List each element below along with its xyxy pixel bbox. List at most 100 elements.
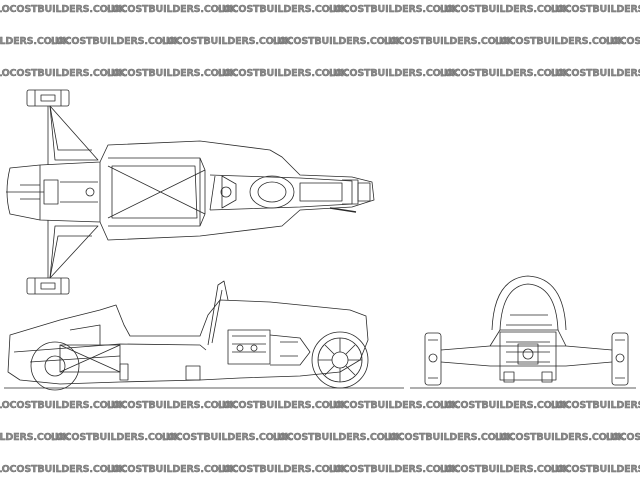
watermark-text: LOCOSTBUILDERS.CO.UK bbox=[551, 67, 640, 79]
plan-seat bbox=[249, 175, 295, 209]
watermark-item: LOCOSTBUILDERS.CO.UK bbox=[329, 0, 459, 20]
watermark-text: LOCOSTBUILDERS.CO.UK bbox=[329, 3, 459, 15]
watermark-item: LOCOSTBUILDERS.CO.UK bbox=[51, 426, 181, 448]
watermark-item: LOCOSTBUILDERS.CO.UK bbox=[0, 0, 126, 20]
side-engine bbox=[227, 329, 271, 365]
watermark-item: LOCOSTBUILDERS.CO.UK bbox=[107, 62, 237, 84]
watermark-item: LOCOSTBUILDERS.CO.UK bbox=[162, 426, 292, 448]
watermark-item: LOCOSTBUILDERS.CO.UK bbox=[551, 0, 640, 20]
watermark-item: LOCOSTBUILDERS.CO.UK bbox=[495, 30, 625, 52]
watermark-text: LOCOSTBUILDERS.CO.UK bbox=[384, 431, 514, 443]
watermark-text: LOCOSTBUILDERS.CO.UK bbox=[440, 67, 570, 79]
watermark-item: LOCOSTBUILDERS.CO.UK bbox=[329, 458, 459, 480]
watermark-item: LOCOSTBUILDERS.CO.UK bbox=[107, 0, 237, 20]
watermark-text: LOCOSTBUILDERS.CO.UK bbox=[218, 67, 348, 79]
watermark-row: LOCOSTBUILDERS.CO.UKLOCOSTBUILDERS.CO.UK… bbox=[0, 30, 640, 52]
watermark-item: LOCOSTBUILDERS.CO.UK bbox=[384, 426, 514, 448]
watermark-item: LOCOSTBUILDERS.CO.UK bbox=[51, 30, 181, 52]
watermark-item: LOCOSTBUILDERS.CO.UK bbox=[440, 62, 570, 84]
watermark-text: LOCOSTBUILDERS.CO.UK bbox=[0, 3, 126, 15]
watermark-item: LOCOSTBUILDERS.CO.UK bbox=[551, 458, 640, 480]
front-elevation bbox=[410, 275, 636, 389]
watermark-item: LOCOSTBUILDERS.CO.UK bbox=[0, 394, 126, 416]
plan-wheel-bottom bbox=[26, 277, 70, 295]
watermark-item: LOCOSTBUILDERS.CO.UK bbox=[273, 426, 403, 448]
watermark-text: LOCOSTBUILDERS.CO.UK bbox=[218, 399, 348, 411]
watermark-text: LOCOSTBUILDERS.CO.UK bbox=[162, 431, 292, 443]
watermark-item: LOCOSTBUILDERS.CO.UK bbox=[107, 394, 237, 416]
watermark-item: LOCOSTBUILDERS.CO.UK bbox=[440, 458, 570, 480]
watermark-text: LOCOSTBUILDERS.CO.UK bbox=[329, 67, 459, 79]
side-rollbar bbox=[207, 280, 229, 346]
watermark-item: LOCOSTBUILDERS.CO.UK bbox=[273, 30, 403, 52]
watermark-text: LOCOSTBUILDERS.CO.UK bbox=[440, 463, 570, 475]
watermark-item: LOCOSTBUILDERS.CO.UK bbox=[384, 30, 514, 52]
watermark-text: LOCOSTBUILDERS.CO.UK bbox=[51, 431, 181, 443]
watermark-text: LOCOSTBUILDERS.CO.UK bbox=[107, 67, 237, 79]
watermark-text: LOCOSTBUILDERS.CO.UK bbox=[551, 463, 640, 475]
watermark-item: LOCOSTBUILDERS.CO.UK bbox=[440, 0, 570, 20]
side-body-outline bbox=[7, 299, 369, 385]
watermark-item: LOCOSTBUILDERS.CO.UK bbox=[218, 394, 348, 416]
front-engine bbox=[499, 331, 557, 381]
watermark-text: LOCOSTBUILDERS.CO.UK bbox=[0, 431, 70, 443]
watermark-text: LOCOSTBUILDERS.CO.UK bbox=[0, 463, 126, 475]
watermark-text: LOCOSTBUILDERS.CO.UK bbox=[551, 399, 640, 411]
front-wheel-left bbox=[424, 332, 442, 386]
watermark-text: LOCOSTBUILDERS.CO.UK bbox=[384, 35, 514, 47]
watermark-text: LOCOSTBUILDERS.CO.UK bbox=[218, 3, 348, 15]
watermark-text: LOCOSTBUILDERS.CO.UK bbox=[273, 35, 403, 47]
watermark-item: LOCOSTBUILDERS.CO.UK bbox=[329, 394, 459, 416]
plan-wheel-top bbox=[26, 89, 70, 107]
watermark-text: LOCOSTBUILDERS.CO.UK bbox=[329, 463, 459, 475]
watermark-text: LOCOSTBUILDERS.CO.UK bbox=[107, 399, 237, 411]
watermark-text: LOCOSTBUILDERS.CO.UK bbox=[0, 67, 126, 79]
watermark-text: LOCOSTBUILDERS.CO.UK bbox=[440, 399, 570, 411]
watermark-text: LOCOSTBUILDERS.CO.UK bbox=[107, 463, 237, 475]
front-rollbar bbox=[491, 275, 567, 331]
watermark-item: LOCOSTBUILDERS.CO.UK bbox=[440, 394, 570, 416]
watermark-item: LOCOSTBUILDERS.CO.UK bbox=[551, 394, 640, 416]
watermark-item: LOCOSTBUILDERS.CO.UK bbox=[495, 426, 625, 448]
side-elevation bbox=[4, 280, 404, 391]
watermark-item: LOCOSTBUILDERS.CO.UK bbox=[218, 458, 348, 480]
watermark-text: LOCOSTBUILDERS.CO.UK bbox=[606, 431, 640, 443]
plan-body-outline bbox=[6, 140, 375, 241]
watermark-text: LOCOSTBUILDERS.CO.UK bbox=[440, 3, 570, 15]
watermark-item: LOCOSTBUILDERS.CO.UK bbox=[0, 458, 126, 480]
side-front-wheel bbox=[30, 341, 80, 391]
watermark-text: LOCOSTBUILDERS.CO.UK bbox=[0, 35, 70, 47]
watermark-item: LOCOSTBUILDERS.CO.UK bbox=[0, 30, 70, 52]
watermark-item: LOCOSTBUILDERS.CO.UK bbox=[0, 62, 126, 84]
watermark-text: LOCOSTBUILDERS.CO.UK bbox=[107, 3, 237, 15]
front-wheel-right bbox=[611, 332, 629, 386]
watermark-item: LOCOSTBUILDERS.CO.UK bbox=[218, 0, 348, 20]
watermark-item: LOCOSTBUILDERS.CO.UK bbox=[0, 426, 70, 448]
watermark-text: LOCOSTBUILDERS.CO.UK bbox=[495, 35, 625, 47]
watermark-text: LOCOSTBUILDERS.CO.UK bbox=[0, 399, 126, 411]
watermark-text: LOCOSTBUILDERS.CO.UK bbox=[273, 431, 403, 443]
watermark-item: LOCOSTBUILDERS.CO.UK bbox=[162, 30, 292, 52]
watermark-text: LOCOSTBUILDERS.CO.UK bbox=[495, 431, 625, 443]
watermark-row: LOCOSTBUILDERS.CO.UKLOCOSTBUILDERS.CO.UK… bbox=[0, 426, 640, 448]
watermark-text: LOCOSTBUILDERS.CO.UK bbox=[218, 463, 348, 475]
watermark-text: LOCOSTBUILDERS.CO.UK bbox=[162, 35, 292, 47]
watermark-item: LOCOSTBUILDERS.CO.UK bbox=[606, 426, 640, 448]
plan-view bbox=[6, 89, 375, 295]
watermark-text: LOCOSTBUILDERS.CO.UK bbox=[329, 399, 459, 411]
watermark-text: LOCOSTBUILDERS.CO.UK bbox=[551, 3, 640, 15]
watermark-item: LOCOSTBUILDERS.CO.UK bbox=[551, 62, 640, 84]
watermark-text: LOCOSTBUILDERS.CO.UK bbox=[51, 35, 181, 47]
watermark-item: LOCOSTBUILDERS.CO.UK bbox=[107, 458, 237, 480]
watermark-item: LOCOSTBUILDERS.CO.UK bbox=[218, 62, 348, 84]
watermark-text: LOCOSTBUILDERS.CO.UK bbox=[606, 35, 640, 47]
watermark-item: LOCOSTBUILDERS.CO.UK bbox=[606, 30, 640, 52]
